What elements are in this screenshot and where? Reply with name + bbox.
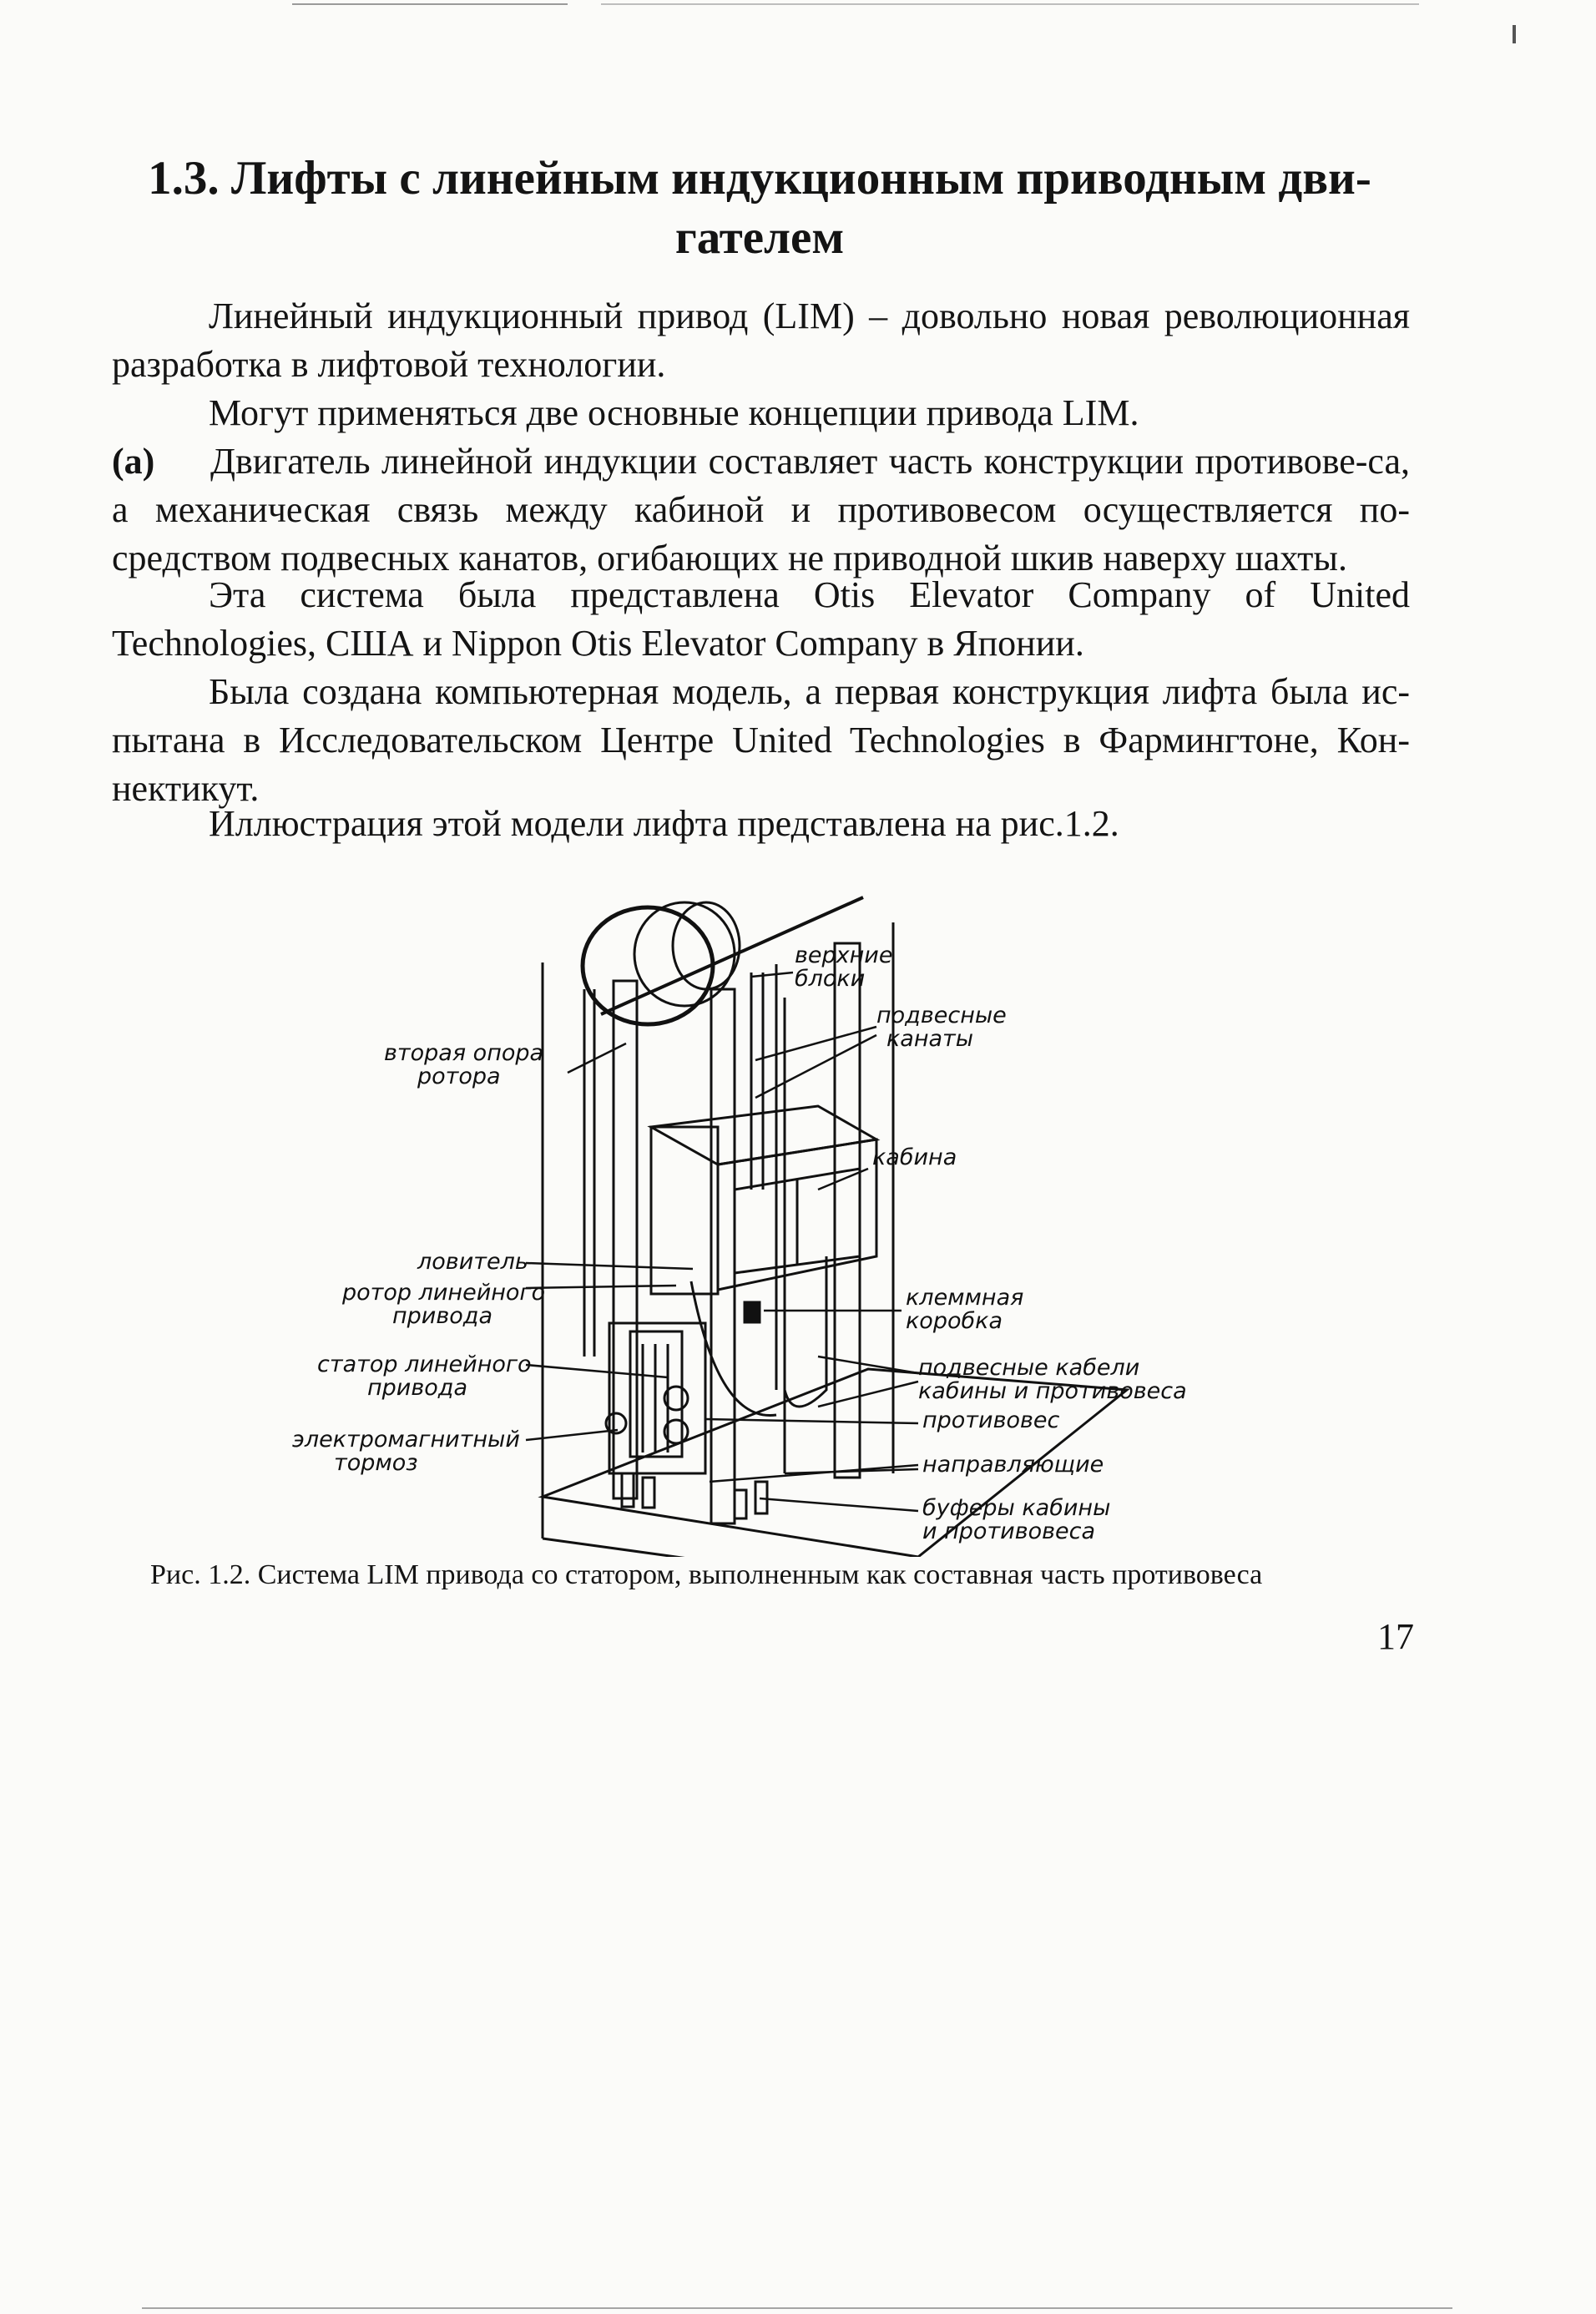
paragraph-2: Могут применяться две основные концепции… xyxy=(209,392,1139,433)
elevator-diagram: верхние блоки подвесные канаты вторая оп… xyxy=(292,896,1187,1557)
paragraph-item-a: (а)Двигатель линейной индукции составляе… xyxy=(112,437,1410,583)
figure-caption: Рис. 1.2. Система LIM привода со статоро… xyxy=(150,1559,1263,1590)
paragraph-5: Была создана компьютерная модель, а перв… xyxy=(112,671,1410,809)
label-stator-2: привода xyxy=(367,1375,467,1401)
heading-line-1: 1.3. Лифты с линейным индукционным приво… xyxy=(148,152,1371,205)
label-terminal-box-2: коробка xyxy=(906,1308,1003,1334)
paragraph-4: Эта система была представлена Otis Eleva… xyxy=(112,574,1410,664)
label-buffers-1: буферы кабины xyxy=(922,1495,1110,1521)
label-counterweight: противовес xyxy=(922,1407,1060,1433)
label-stator-1: статор линейного xyxy=(317,1352,532,1377)
item-tag: (а) xyxy=(112,441,155,482)
label-cabin: кабина xyxy=(872,1144,957,1170)
heading-line-2: гателем xyxy=(674,211,845,265)
label-brake-1: электромагнитный xyxy=(292,1427,520,1453)
paragraph-6: Иллюстрация этой модели лифта представле… xyxy=(209,803,1119,844)
label-upper-blocks-1: верхние xyxy=(795,942,892,968)
label-guides: направляющие xyxy=(922,1452,1104,1478)
label-cables-2: кабины и противовеса xyxy=(918,1378,1187,1404)
section-heading: 1.3. Лифты с линейным индукционным приво… xyxy=(109,149,1411,268)
label-second-support-2: ротора xyxy=(417,1064,501,1089)
label-rotor-1: ротор линейного xyxy=(341,1280,545,1306)
label-buffers-2: и противовеса xyxy=(922,1518,1095,1544)
label-ropes-2: канаты xyxy=(886,1026,973,1052)
scan-line-bottom xyxy=(142,2307,1452,2309)
scan-speck xyxy=(1513,25,1516,43)
label-ropes-1: подвесные xyxy=(876,1003,1007,1028)
label-catcher: ловитель xyxy=(417,1249,528,1275)
label-rotor-2: привода xyxy=(392,1303,492,1329)
label-brake-2: тормоз xyxy=(334,1450,418,1476)
scan-line-top xyxy=(292,3,568,5)
label-cables-1: подвесные кабели xyxy=(918,1355,1139,1381)
label-upper-blocks-2: блоки xyxy=(795,966,865,992)
label-second-support-1: вторая опора xyxy=(384,1040,543,1066)
paragraph-1: Линейный индукционный привод (LIM) – дов… xyxy=(112,296,1410,385)
page-number: 17 xyxy=(1377,1616,1414,1657)
label-terminal-box-1: клеммная xyxy=(906,1285,1023,1311)
scan-line-top xyxy=(601,3,1419,5)
